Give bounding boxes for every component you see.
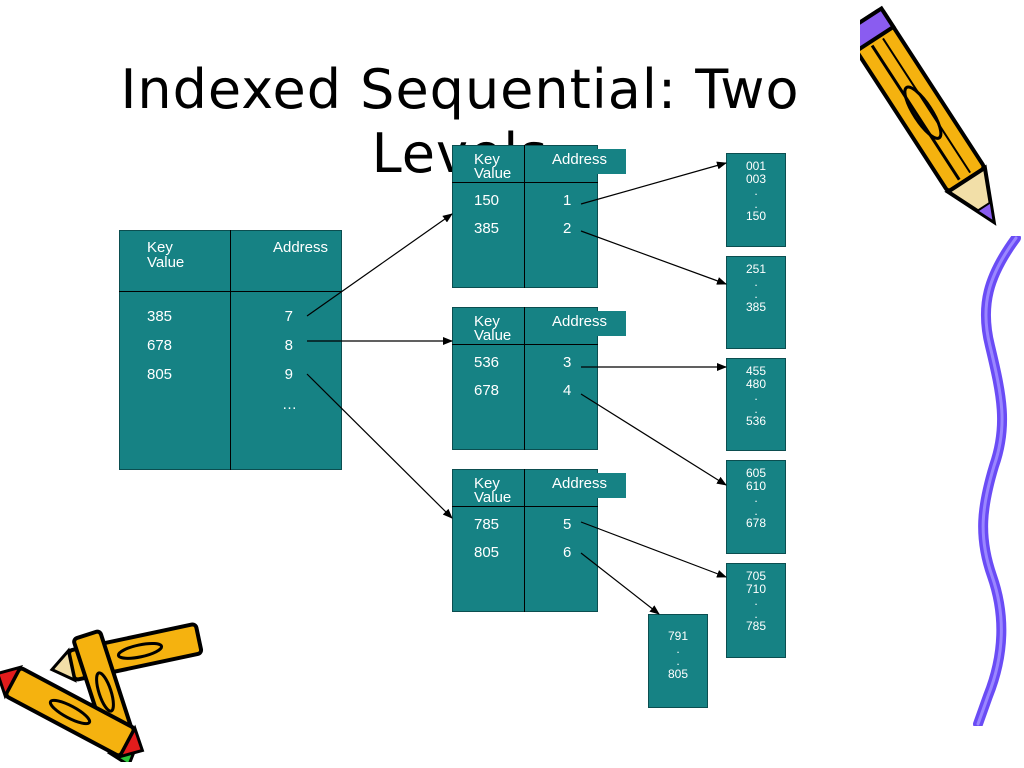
data-block-4-line-5: 678 [745,516,767,530]
data-block-3-line-2: 480 [745,376,767,391]
data-block-5: 705 710 . . 785 [726,563,786,658]
arrow-addr-6-to-block-6 [580,552,660,615]
level2-1-header-rule [452,182,598,183]
data-block-4-line-4: . [754,503,758,518]
data-block-1-line-5: 150 [745,209,767,223]
level2-1-divider [524,145,525,288]
master-row-2-addr: 8 [284,337,293,354]
level2-1-key-header: Key [474,151,500,168]
master-row-1-key: 385 [147,308,173,325]
data-block-6-line-2: . [676,641,680,656]
level2-2-address-tab [540,311,626,336]
level2-3-row-2-addr: 6 [563,544,572,561]
data-block-5-line-2: 710 [745,581,767,596]
data-block-4-line-2: 610 [745,478,767,493]
level2-2-header-rule [452,344,598,345]
data-block-5-line-5: 785 [745,619,767,633]
data-block-3-line-5: 536 [745,414,767,428]
level2-1-row-1-key: 150 [474,192,500,209]
data-block-3-line-4: . [754,401,758,416]
data-block-2-line-3: . [754,287,758,301]
master-key-header: Key [147,239,173,256]
level2-2-divider [524,307,525,450]
arrow-master-7-to-table-1 [306,213,453,317]
data-block-1-line-2: 003 [745,171,767,186]
data-block-6-line-1: 791 [667,629,689,643]
level2-2-row-1-addr: 3 [563,354,572,371]
data-block-1-line-4: . [754,196,758,211]
crayons-icon [0,622,204,762]
level2-3-row-2-key: 805 [474,544,500,561]
data-block-5-line-4: . [754,606,758,621]
level2-2-row-2-key: 678 [474,382,500,399]
data-block-4-line-1: 605 [745,466,767,480]
data-block-5-line-1: 705 [745,569,767,583]
level2-3-divider [524,469,525,612]
arrow-addr-1-to-block-1 [580,161,727,205]
data-block-2-line-1: 251 [745,262,767,276]
data-block-3: 455 480 . . 536 [726,358,786,451]
level2-3-key-header-2: Value [474,489,512,506]
level2-1-key-header-2: Value [474,165,512,182]
level2-3-address-header: Address [552,475,608,492]
arrow-master-9-to-table-3 [306,373,453,519]
data-block-5-line-3: . [754,594,758,608]
master-row-3-addr: 9 [284,366,293,383]
level2-3-key-header: Key [474,475,500,492]
data-block-4-line-3: . [754,491,758,505]
data-block-2: 251 . . 385 [726,256,786,349]
level2-1-row-2-addr: 2 [563,220,572,237]
data-block-3-line-3: . [754,389,758,403]
level2-2-address-header: Address [552,313,608,330]
data-block-1: 001 003 . . 150 [726,153,786,247]
master-row-3-key: 805 [147,366,173,383]
data-block-2-line-4: 385 [745,299,767,314]
level2-1-address-tab [540,149,626,174]
master-row-1-addr: 7 [284,308,293,325]
level2-1-row-2-key: 385 [474,220,500,237]
master-index-header-rule [119,291,342,292]
master-address-header: Address [272,239,328,256]
level2-3-header-rule [452,506,598,507]
level2-3-row-1-addr: 5 [563,516,572,533]
ribbon-icon [973,236,1021,726]
arrow-addr-4-to-block-4 [580,393,727,486]
data-block-6-line-3: . [676,654,680,668]
data-block-4: 605 610 . . 678 [726,460,786,554]
level2-2-row-2-addr: 4 [563,382,572,399]
master-row-2-key: 678 [147,337,173,354]
level2-2-row-1-key: 536 [474,354,500,371]
level2-2-key-header: Key [474,313,500,330]
data-block-6: 791 . . 805 [648,614,708,708]
level2-1-address-header: Address [552,151,608,168]
level2-3-address-tab [540,473,626,498]
level2-1-row-1-addr: 1 [563,192,572,209]
data-block-1-line-1: 001 [745,159,767,173]
master-key-header-2: Value [147,254,185,271]
pencil-icon [860,5,997,226]
master-more-rows: … [282,396,297,413]
arrow-addr-5-to-block-5 [580,521,727,578]
data-block-6-line-4: 805 [667,666,689,681]
arrow-addr-2-to-block-2 [580,230,727,285]
level2-3-row-1-key: 785 [474,516,500,533]
master-index-divider [230,230,231,470]
data-block-1-line-3: . [754,184,758,198]
level2-2-key-header-2: Value [474,327,512,344]
data-block-2-line-2: . [754,274,758,289]
data-block-3-line-1: 455 [745,364,767,378]
